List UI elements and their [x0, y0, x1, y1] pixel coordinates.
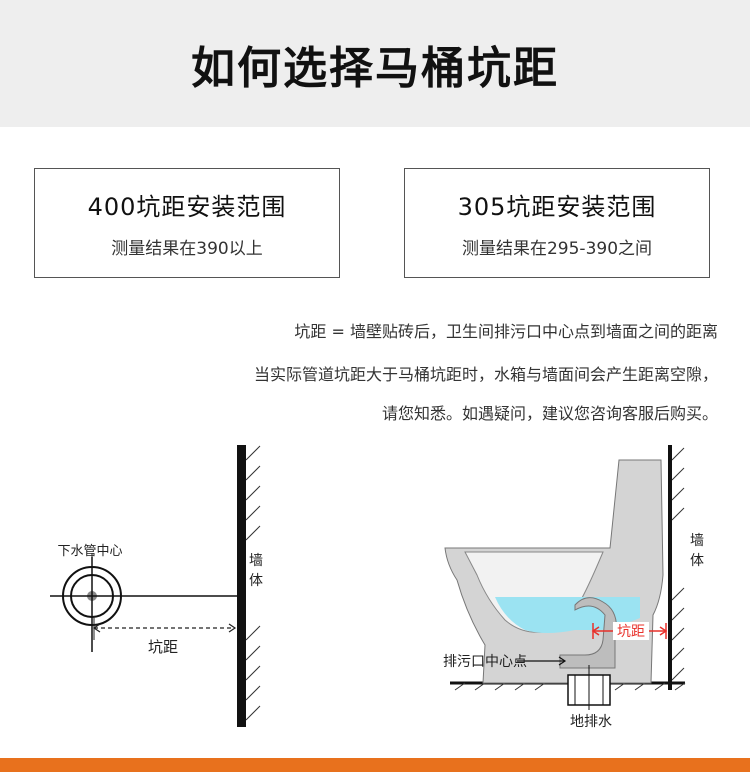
card-400-title: 400坑距安装范围: [87, 193, 287, 221]
right-wall-label-1: 墙: [690, 533, 704, 549]
card-400-subtitle: 测量结果在390以上: [111, 239, 263, 259]
left-wall-label-2: 体: [249, 573, 263, 589]
right-diagram: 墙 体 坑距 排污口中心点 地排水: [443, 445, 704, 730]
card-305-title: 305坑距安装范围: [457, 193, 657, 221]
card-305: 305坑距安装范围 测量结果在295-390之间: [404, 168, 710, 278]
description-line-1: 坑距 = 墙壁贴砖后，卫生间排污口中心点到墙面之间的距离: [294, 322, 718, 341]
description-line-3: 请您知悉。如遇疑问，建议您咨询客服后购买。: [381, 404, 718, 423]
outlet-label: 排污口中心点: [443, 654, 527, 670]
card-305-subtitle: 测量结果在295-390之间: [461, 239, 653, 259]
floor-hatch: [454, 682, 686, 691]
description-line-2: 当实际管道坑距大于马桶坑距时，水箱与墙面间会产生距离空隙，: [253, 365, 718, 384]
card-400: 400坑距安装范围 测量结果在390以上: [34, 168, 340, 278]
page-title: 如何选择马桶坑距: [191, 42, 559, 94]
right-wall: [668, 445, 672, 690]
left-distance-label: 坑距: [148, 638, 178, 656]
floor-drain-label: 地排水: [570, 714, 612, 730]
left-diagram: 墙 体 下水管中心 坑距: [50, 445, 263, 727]
bottom-accent-bar: [0, 758, 750, 772]
toilet-trapway: [559, 597, 617, 669]
left-wall: [237, 445, 246, 727]
left-wall-label-1: 墙: [249, 553, 263, 569]
right-wall-hatch: [671, 447, 685, 681]
pipe-center-label: 下水管中心: [57, 544, 122, 559]
left-wall-hatch: [245, 445, 261, 721]
right-wall-label-2: 体: [690, 553, 704, 569]
header-banner: 如何选择马桶坑距: [0, 0, 750, 127]
right-distance-label: 坑距: [617, 624, 645, 640]
